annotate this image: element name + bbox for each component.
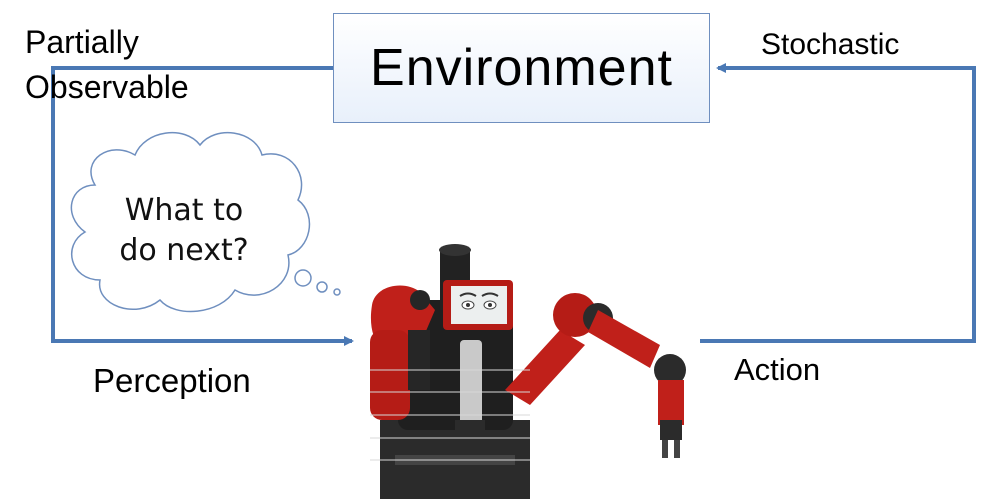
robot-face-icon [443,280,513,330]
action-arrow [700,63,976,343]
thought-dot-medium [316,281,328,293]
action-label: Action [734,352,821,387]
thought-line-1: What to [124,193,244,228]
thought-dot-small [333,288,341,296]
environment-box: Environment [333,13,710,123]
robot-image [370,244,686,499]
partially-label: Partially [25,24,139,60]
environment-label: Environment [370,39,673,97]
perception-arrow [51,66,354,346]
thought-cloud [70,131,341,313]
observable-label: Observable [25,69,189,105]
thought-line-2: do next? [119,233,249,268]
perception-label: Perception [93,362,251,399]
stochastic-label: Stochastic [761,28,900,61]
thought-dot-large [294,269,312,287]
